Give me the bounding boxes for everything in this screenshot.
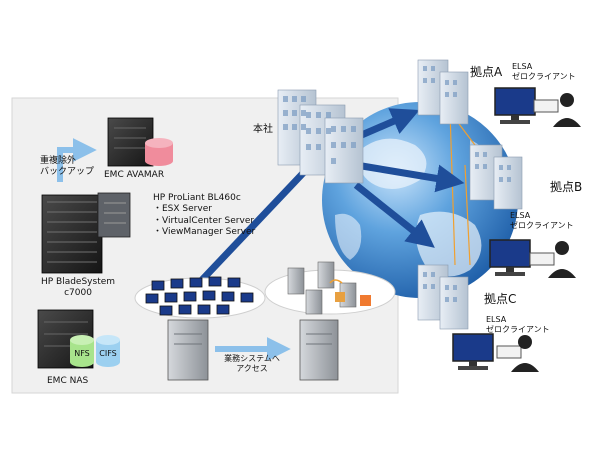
site-c-client-line2: ゼロクライアント — [486, 325, 550, 334]
site-a-label: 拠点A — [470, 65, 503, 79]
site-b-client-line1: ELSA — [510, 211, 531, 220]
nfs-label: NFS — [74, 349, 90, 358]
site-c-label: 拠点C — [484, 292, 517, 306]
hp-bladesystem-label: HP BladeSystem c7000 — [28, 277, 128, 300]
zero-client-b-icon — [489, 239, 576, 278]
proliant-title: HP ProLiant BL460c — [153, 193, 241, 203]
site-b-client-line2: ゼロクライアント — [510, 221, 574, 230]
emc-avamar-label: EMC AVAMAR — [104, 170, 165, 180]
hp-bladesystem-icon — [41, 192, 131, 274]
blade-line2: c7000 — [64, 288, 92, 299]
site-b-client-label: ELSA ゼロクライアント — [510, 211, 574, 231]
zero-client-c-icon — [452, 333, 539, 372]
cifs-label: CIFS — [99, 349, 116, 358]
local-arrows — [57, 138, 291, 361]
site-c-building-icon — [417, 264, 469, 330]
site-c-client-line1: ELSA — [486, 315, 507, 324]
connection-broker-server-icon — [167, 319, 209, 381]
site-b-building-icon — [469, 144, 523, 210]
arrow-dc-to-hq — [197, 167, 309, 285]
business-server-icon — [299, 319, 339, 381]
site-a-building-icon — [417, 59, 469, 125]
emc-avamar-icon — [107, 117, 173, 167]
proliant-label: HP ProLiant BL460c ・ESX Server ・VirtualC… — [153, 193, 255, 238]
site-a-client-line1: ELSA — [512, 62, 533, 71]
dedup-line2: バックアップ — [40, 167, 95, 178]
arrow-dedup-backup — [57, 138, 97, 182]
hq-label: 本社 — [253, 124, 273, 135]
site-a-client-line2: ゼロクライアント — [512, 72, 576, 81]
virtual-desktop-pool — [134, 276, 266, 319]
dedup-line1: 重複除外 — [40, 156, 77, 166]
access-line1: 業務システムへ — [224, 354, 280, 363]
arrow-hq-to-b — [361, 162, 465, 193]
hq-building-icon — [277, 89, 364, 184]
emc-nas-icon — [37, 309, 120, 369]
proliant-item-esx: ・ESX Server — [153, 204, 212, 215]
business-access-label: 業務システムへ アクセス — [212, 354, 292, 374]
proliant-item-virtualcenter: ・VirtualCenter Server — [153, 215, 255, 226]
site-b-label: 拠点B — [550, 180, 583, 194]
proliant-item-viewmanager: ・ViewManager Server — [153, 226, 256, 237]
zero-client-a-icon — [494, 87, 581, 127]
emc-nas-label: EMC NAS — [47, 376, 89, 386]
site-a-client-label: ELSA ゼロクライアント — [512, 62, 576, 82]
dedup-backup-label: 重複除外 バックアップ — [40, 156, 94, 179]
site-c-client-label: ELSA ゼロクライアント — [486, 315, 550, 335]
blade-line1: HP BladeSystem — [40, 277, 116, 287]
access-line2: アクセス — [236, 364, 268, 373]
arrow-hq-to-c — [353, 182, 435, 248]
business-systems-pool — [264, 261, 396, 315]
